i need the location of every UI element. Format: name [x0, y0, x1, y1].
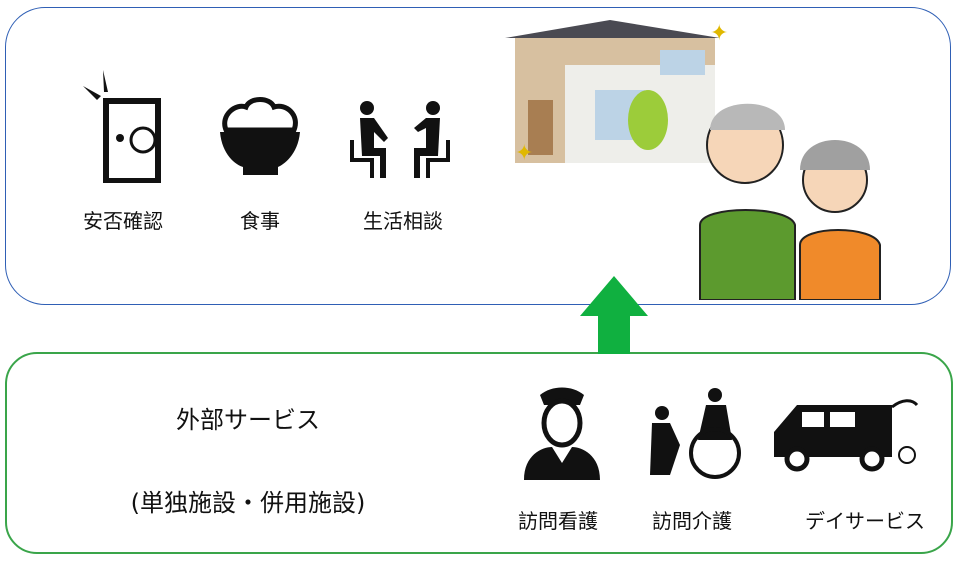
external-services-title: 外部サービス — [176, 406, 320, 434]
up-arrow-icon — [580, 276, 648, 354]
house-and-elderly-couple-illustration: ✦ ✦ — [505, 20, 881, 300]
service-label: 安否確認 — [83, 209, 163, 233]
van-icon — [774, 399, 919, 472]
external-services-subtitle: (単独施設・併用施設) — [130, 489, 366, 517]
service-label: 生活相談 — [363, 209, 443, 233]
service-label: 食事 — [240, 209, 280, 233]
door-knock-icon — [83, 70, 161, 183]
consultation-icon — [350, 101, 450, 178]
nurse-icon — [524, 387, 600, 480]
service-label: デイサービス — [805, 509, 925, 533]
svg-text:✦: ✦ — [710, 21, 728, 46]
service-label: 訪問看護 — [518, 509, 598, 533]
svg-text:✦: ✦ — [515, 141, 533, 166]
rice-bowl-icon — [220, 97, 300, 175]
service-label: 訪問介護 — [652, 509, 732, 533]
wheelchair-care-icon — [650, 388, 741, 479]
